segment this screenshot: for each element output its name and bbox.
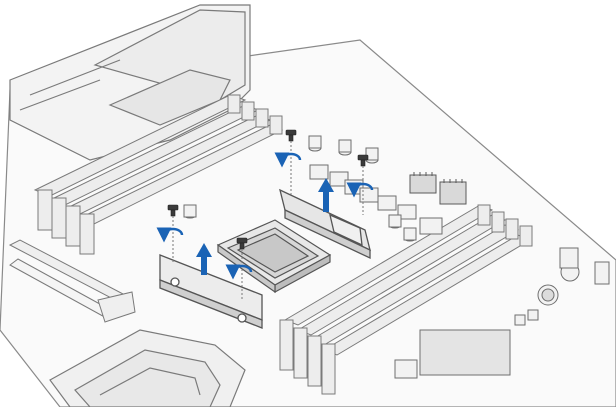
pin-headers [409, 172, 467, 205]
rear-retention-bracket [279, 188, 371, 260]
cpu-socket [216, 219, 332, 294]
front-retention-bracket [159, 254, 263, 329]
pcie-slot [8, 239, 136, 323]
guide-lines [172, 141, 364, 300]
rotate-ccw-icon [156, 152, 374, 280]
dimm-slots-right [279, 204, 533, 395]
vrm-components [183, 135, 443, 242]
chipset-heatsink [49, 329, 246, 407]
arrow-up-icon [196, 178, 334, 275]
board-components [394, 247, 610, 379]
dimm-slots-left [33, 94, 284, 255]
